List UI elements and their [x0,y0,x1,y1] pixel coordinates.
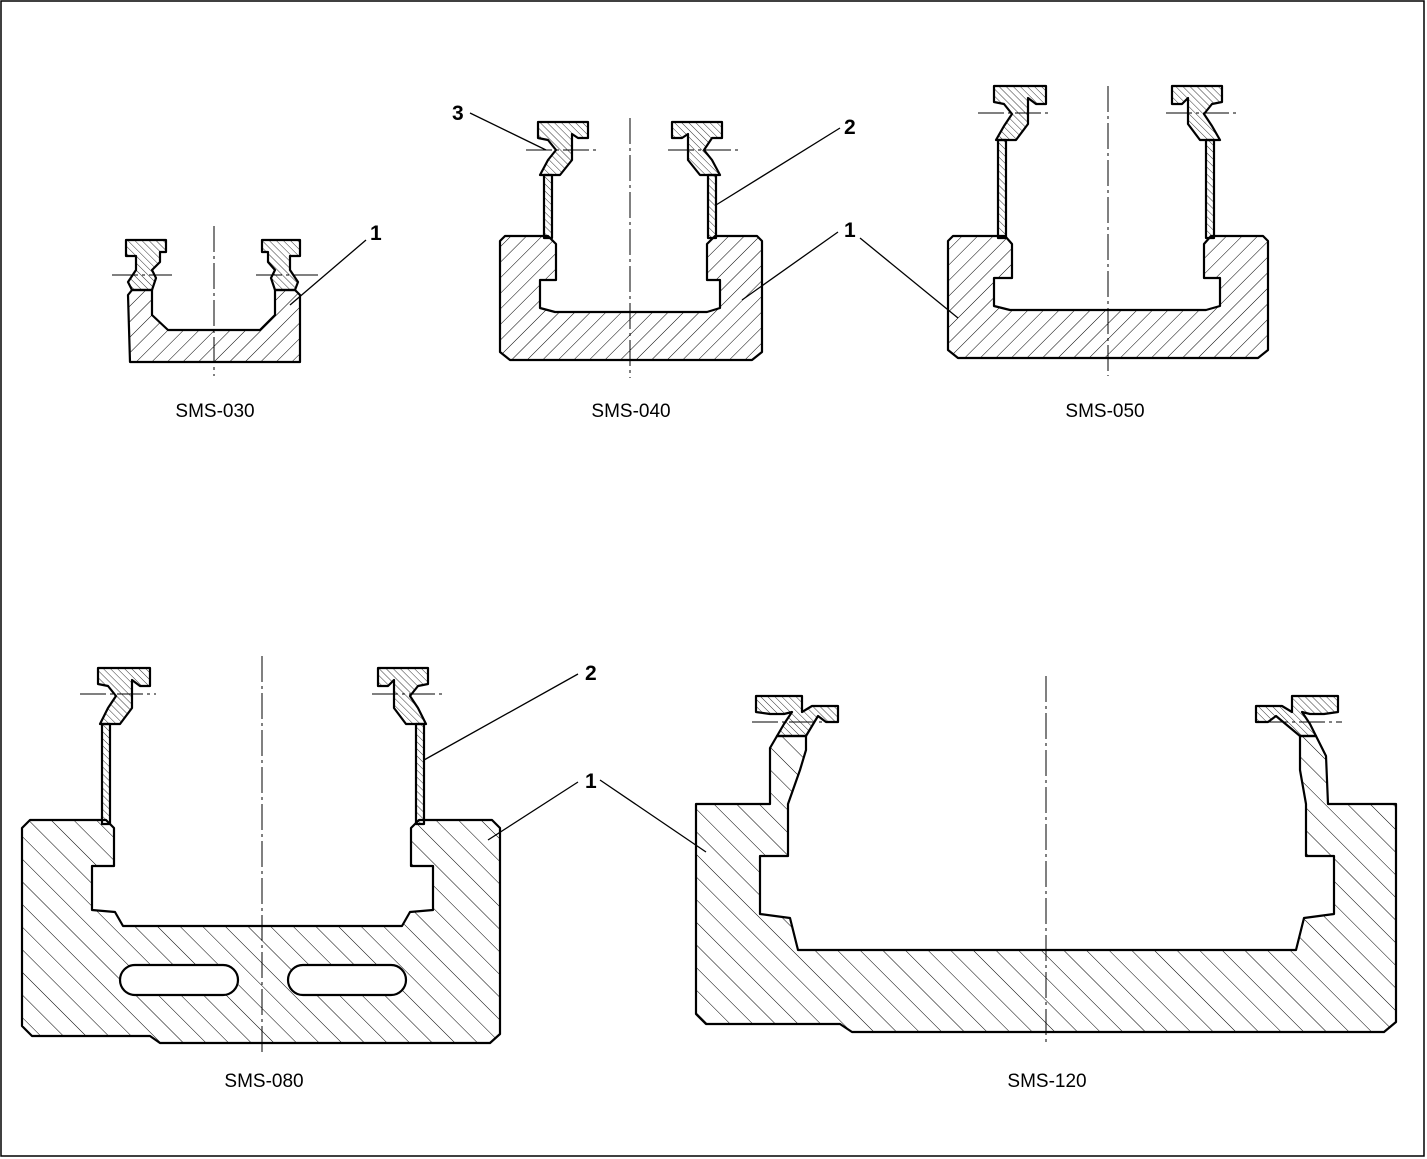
callout-number: 1 [370,222,382,245]
profile-sms-030: 1 SMS-030 [112,222,382,422]
strip-left [542,173,554,240]
leader-line [741,231,839,301]
cap-left [96,666,152,726]
cap-left [754,694,840,738]
callout-number: 2 [585,662,597,685]
rail-left [124,238,168,292]
profile-caption: SMS-040 [591,401,670,422]
profile-caption: SMS-120 [1007,1071,1086,1092]
leader-line [859,237,959,319]
profile-sms-050: SMS-050 [859,84,1270,422]
profile-sms-120: SMS-120 [599,676,1398,1092]
strip-right [706,173,718,240]
leader-line [599,779,707,853]
strip-right [414,722,426,826]
cap-right [376,666,430,726]
leader-line [469,112,547,151]
profile-caption: SMS-050 [1065,401,1144,422]
callout-number: 3 [452,102,464,125]
profile-caption: SMS-080 [224,1071,303,1092]
leader-line [423,673,579,761]
strip-right [1204,138,1216,240]
cap-right [1254,694,1340,738]
slot-left [118,963,240,997]
cap-right [670,120,724,177]
leader-line [289,239,367,306]
leader-line [715,127,841,206]
strip-left [100,722,112,826]
profile-caption: SMS-030 [175,401,254,422]
callout-number: 1 [585,770,597,793]
rail-right [260,238,302,292]
leader-line [487,781,579,841]
profile-body [20,818,502,1045]
profile-body [694,734,1398,1034]
profile-sms-040: 1 2 3 SMS-040 [452,102,856,422]
slot-right [286,963,408,997]
callout-number: 2 [844,116,856,139]
cap-left [536,120,590,177]
strip-left [996,138,1008,240]
profile-body [498,234,764,362]
profile-body [946,234,1270,360]
callout-number: 1 [844,219,856,242]
profile-sms-080: 1 2 SMS-080 [20,656,597,1092]
